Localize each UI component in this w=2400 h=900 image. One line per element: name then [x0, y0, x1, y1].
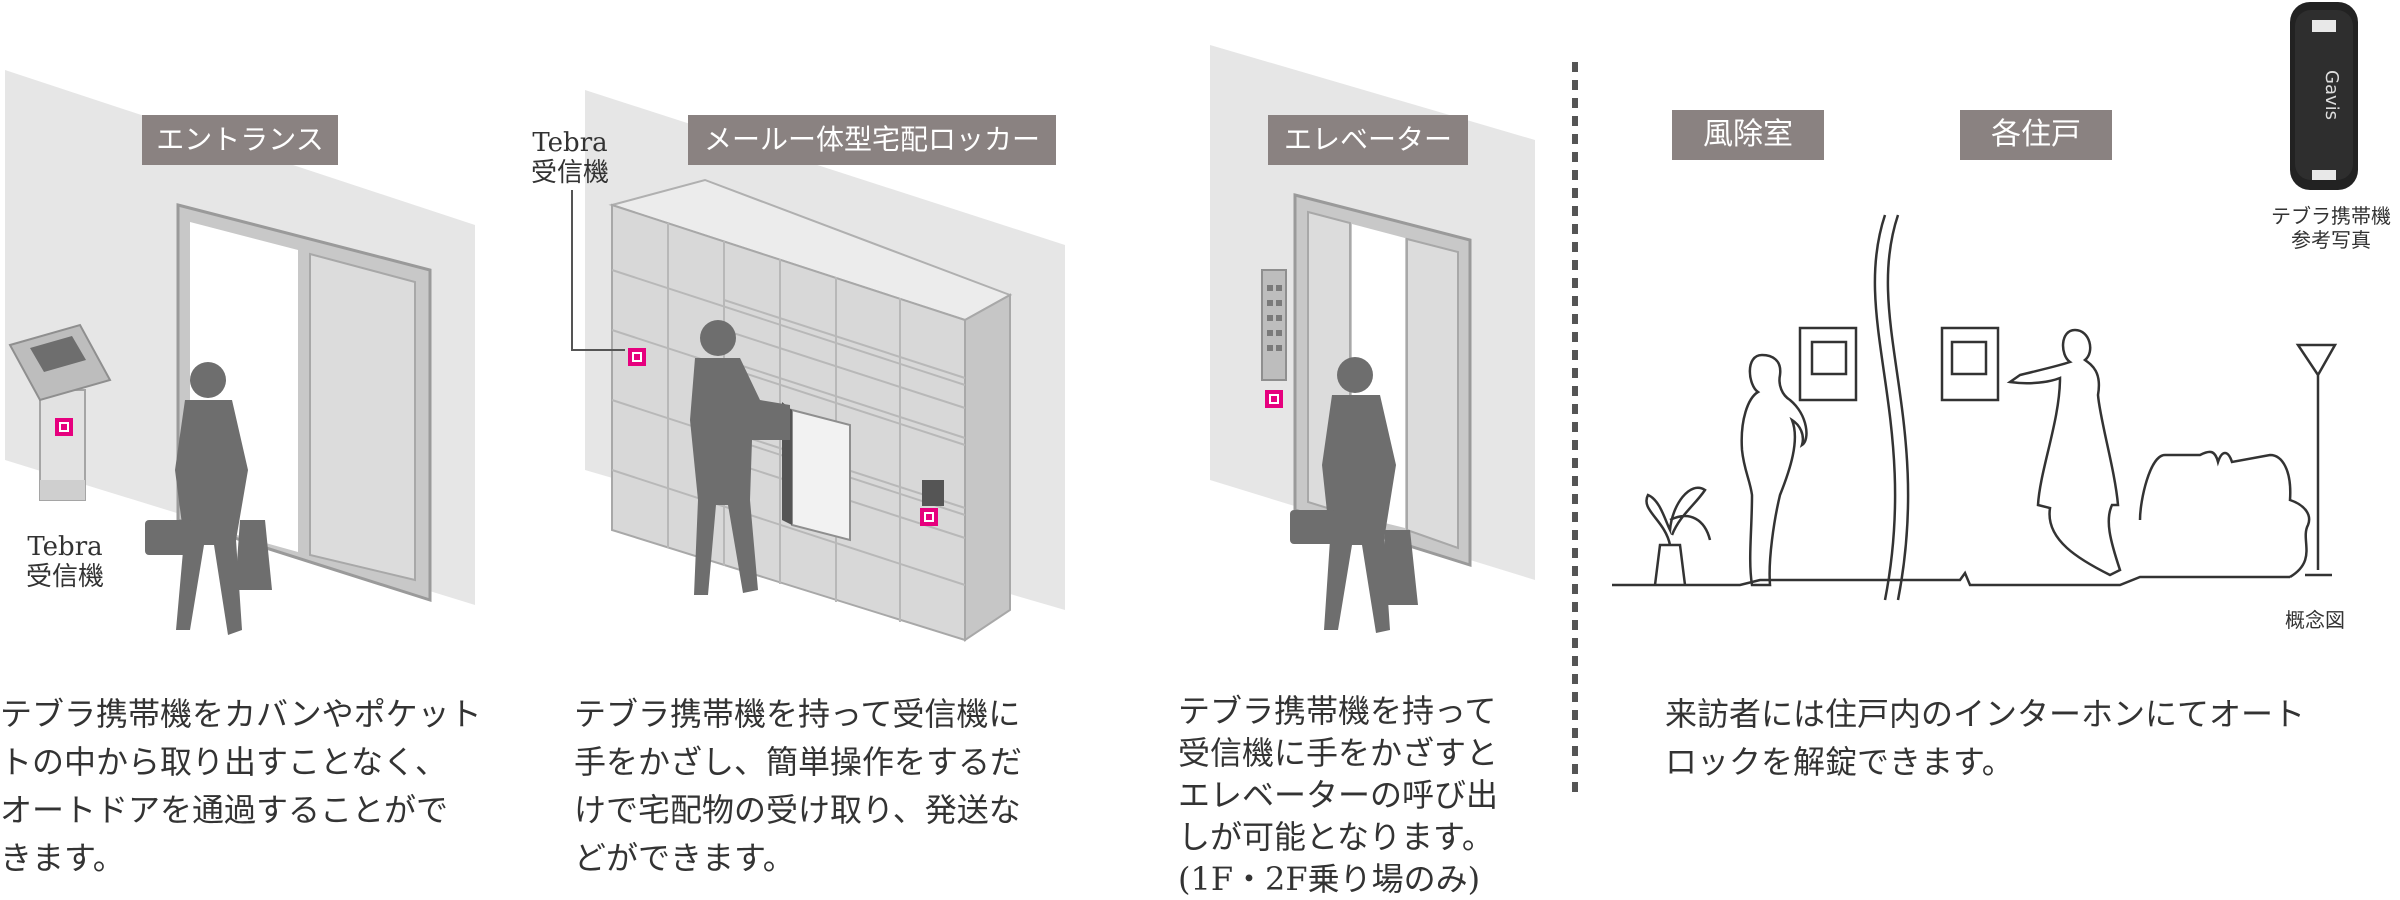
entrance-receiver-stand — [8, 323, 112, 501]
intercom-right — [1940, 326, 2000, 402]
entrance-caption: テブラ携帯機をカバンやポケット トの中から取り出すことなく、 オートドアを通過す… — [0, 695, 482, 877]
unit-label: 各住戸 — [1960, 110, 2112, 160]
device-photo-label: テブラ携帯機 参考写真 — [2271, 204, 2391, 252]
elevator-label: エレベーター — [1268, 115, 1468, 165]
locker-open-door — [791, 408, 851, 542]
elevator-caption: テブラ携帯機を持って 受信機に手をかざすと エレベーターの呼び出 しが可能となり… — [1178, 692, 1499, 898]
entrance-label: エントランス — [142, 115, 338, 165]
elevator-scene — [1210, 45, 1535, 633]
locker-panel — [922, 480, 944, 506]
sofa-outline — [2138, 450, 2311, 579]
stand-panel-screen — [30, 336, 86, 372]
intercom-scene — [1612, 214, 2338, 601]
elevator-right-door — [1406, 237, 1459, 550]
wall-split-right — [1886, 214, 1910, 601]
locker-label: メールー体型宅配ロッカー — [688, 115, 1056, 165]
device-slot-bottom — [2312, 170, 2336, 180]
device-brand: Gavis — [2321, 69, 2342, 120]
concept-label: 概念図 — [2285, 608, 2345, 632]
locker-person-silhouette — [690, 320, 790, 595]
windbreak-label: 風除室 — [1672, 110, 1824, 160]
visitor-outline — [1740, 353, 1808, 587]
entrance-receiver-label: Tebra 受信機 — [25, 532, 104, 592]
elevator-person-silhouette — [1290, 357, 1418, 633]
elevator-button-panel — [1261, 269, 1287, 381]
device-slot-top — [2312, 20, 2336, 32]
entrance-door-glass — [309, 252, 416, 582]
resident-outline — [2006, 328, 2122, 577]
locker-scene — [571, 90, 1065, 642]
wall-split-left — [1873, 214, 1897, 601]
locker-receiver-label: Tebra 受信機 — [530, 128, 609, 188]
intercom-left — [1798, 326, 1858, 402]
entrance-person-silhouette — [145, 362, 272, 635]
floor-lamp — [2295, 343, 2338, 577]
locker-caption: テブラ携帯機を持って受信機に 手をかざし、簡単操作をするだ けで宅配物の受け取り… — [574, 695, 1023, 877]
locker-side — [964, 293, 1011, 642]
tebra-device-photo — [2290, 2, 2358, 190]
intercom-caption: 来訪者には住戸内のインターホンにてオート ロックを解錠できます。 — [1665, 695, 2306, 781]
floor-line — [1612, 570, 2290, 587]
locker-callout-line — [571, 190, 625, 351]
entrance-scene — [5, 70, 475, 635]
stand-pillar-lower — [40, 480, 85, 500]
plant — [1645, 486, 1712, 586]
